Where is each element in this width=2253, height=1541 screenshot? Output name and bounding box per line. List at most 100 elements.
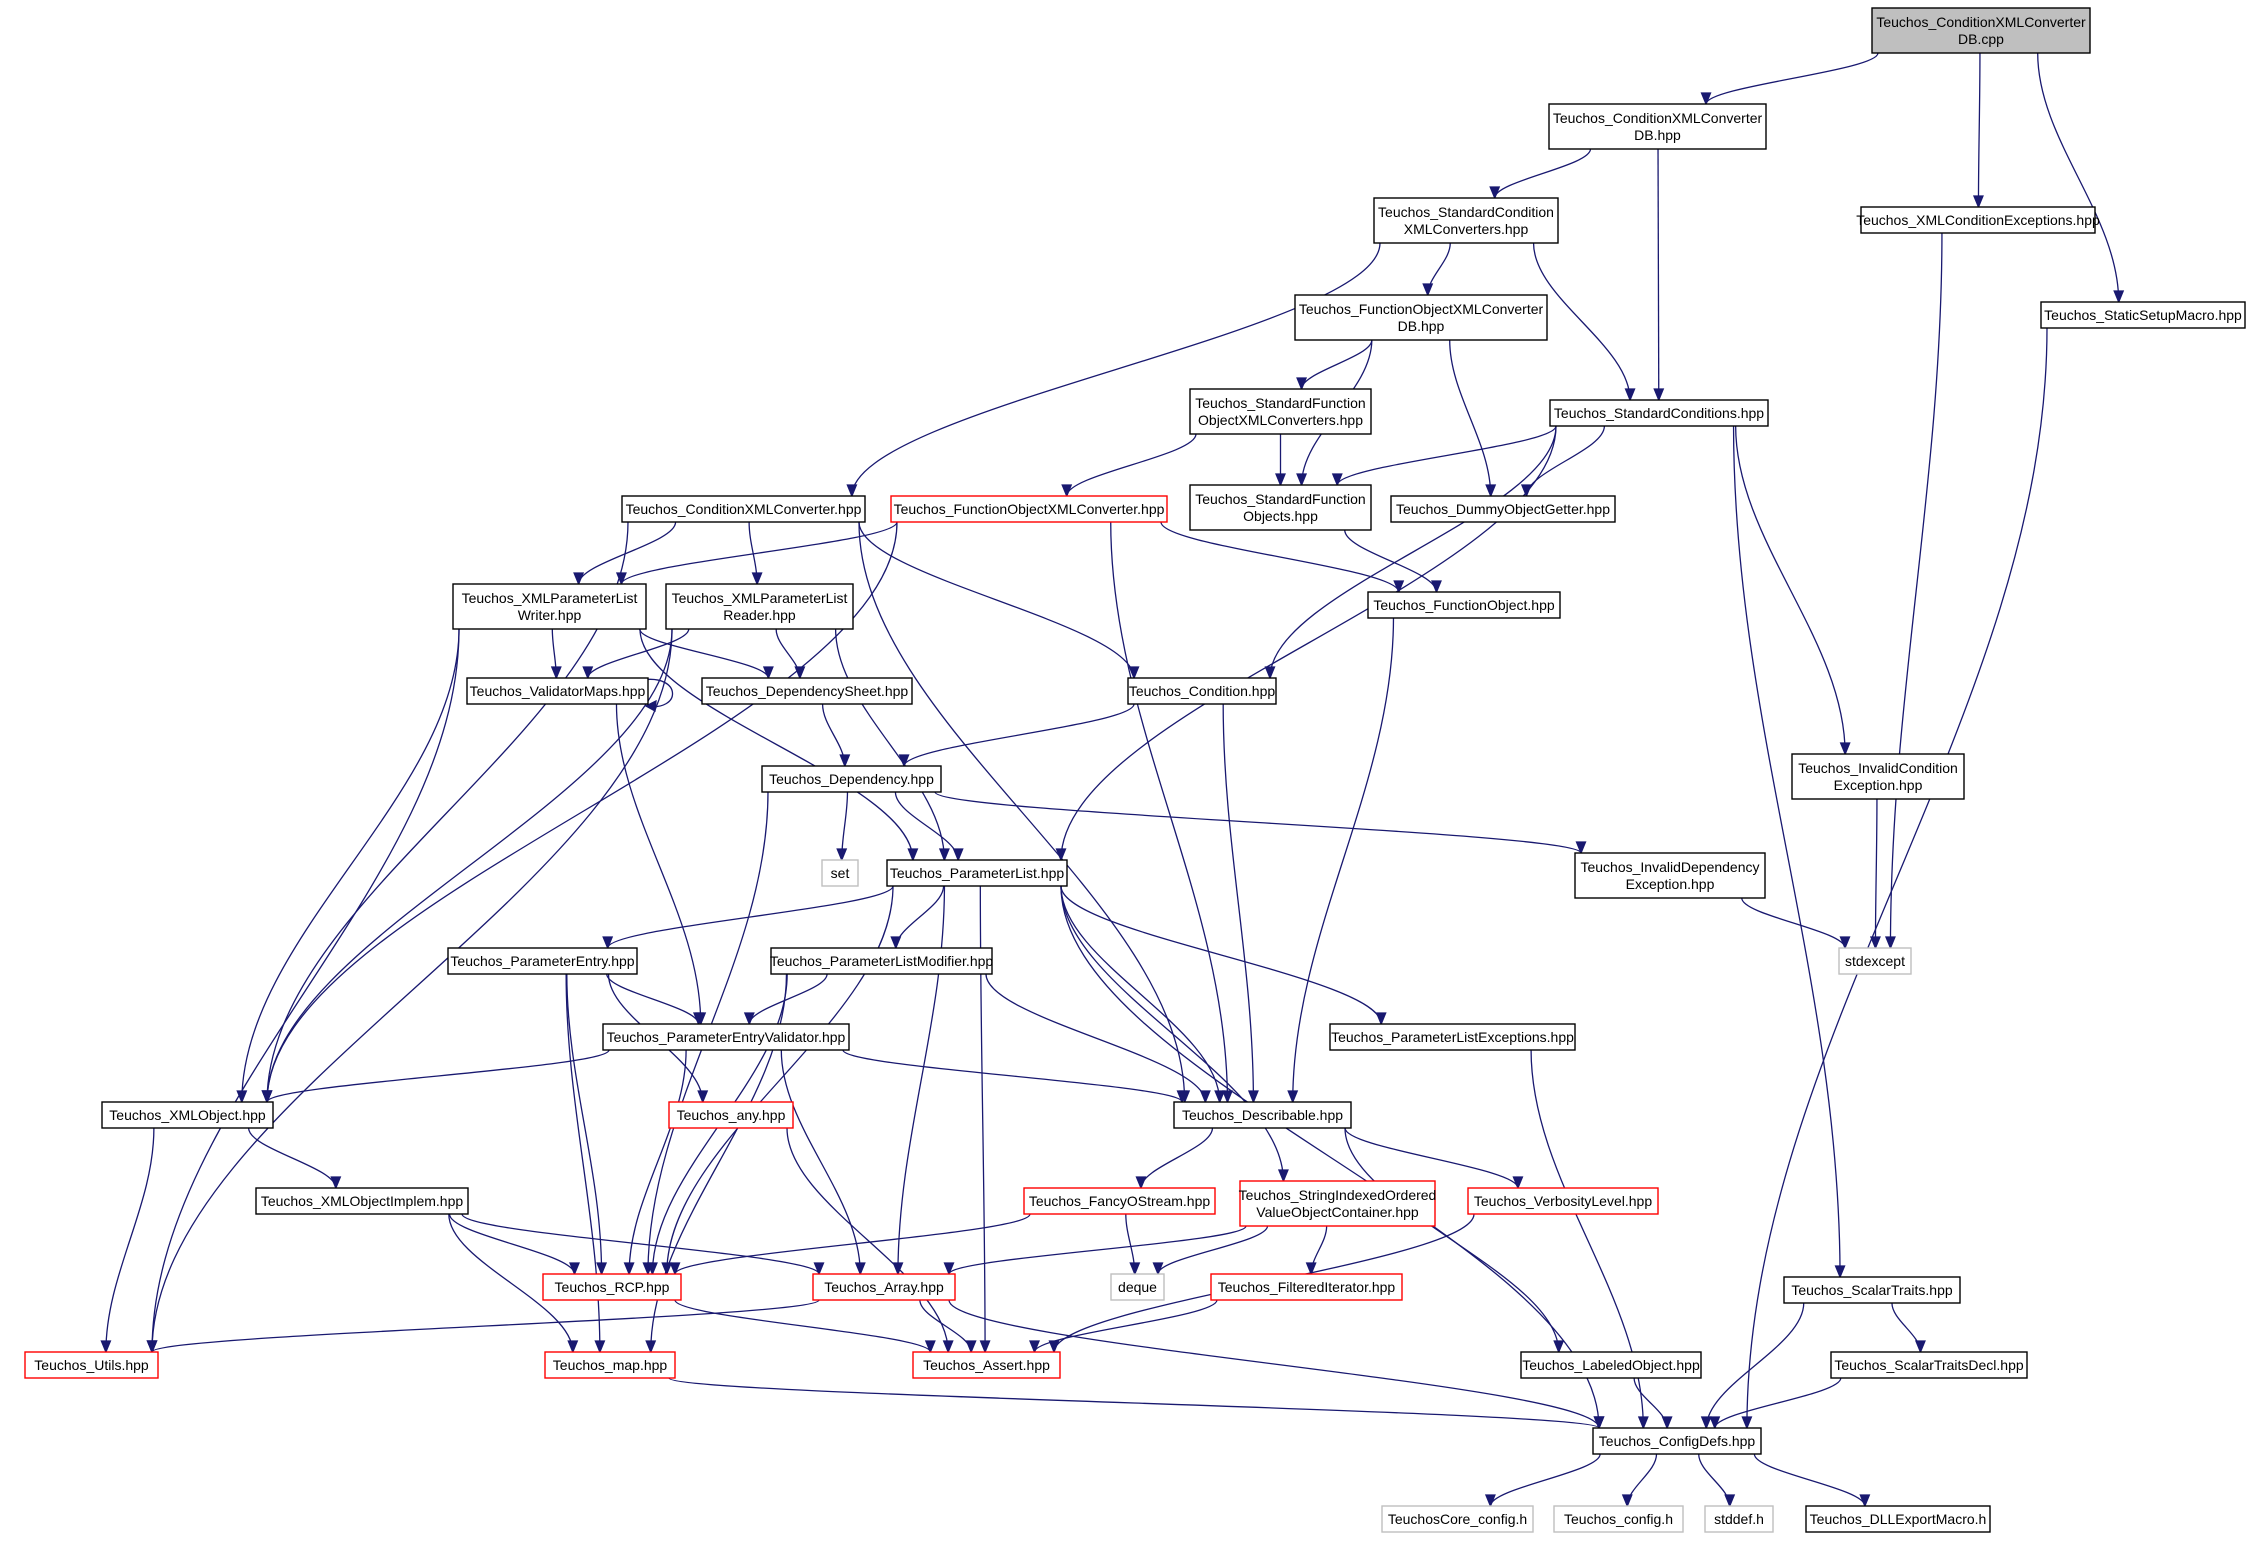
node-array[interactable]: Teuchos_Array.hpp: [812, 1273, 956, 1301]
dependency-nodes: Teuchos_ConditionXMLConverterDB.cppTeuch…: [24, 7, 2246, 1533]
node-paramlist[interactable]: Teuchos_ParameterList.hpp: [886, 859, 1068, 887]
node-label: Teuchos_config.h: [1564, 1511, 1673, 1527]
edge-paramlist-to-array: [892, 885, 946, 1276]
node-funcobjxmlconv[interactable]: Teuchos_FunctionObjectXMLConverter.hpp: [890, 495, 1168, 523]
node-scalartraitsdecl[interactable]: Teuchos_ScalarTraitsDecl.hpp: [1830, 1351, 2028, 1379]
node-stdconditions[interactable]: Teuchos_StandardConditions.hpp: [1549, 399, 1769, 427]
node-dependency[interactable]: Teuchos_Dependency.hpp: [761, 765, 942, 793]
node-describable[interactable]: Teuchos_Describable.hpp: [1173, 1101, 1352, 1129]
node-box: [1830, 1351, 2028, 1379]
edge-validatormaps-to-peval: [615, 703, 707, 1026]
node-scalartraits[interactable]: Teuchos_ScalarTraits.hpp: [1783, 1276, 1961, 1304]
edge-depsheet-to-dependency: [821, 703, 851, 768]
node-configdefs[interactable]: Teuchos_ConfigDefs.hpp: [1592, 1427, 1762, 1455]
node-box: [761, 765, 942, 793]
edge-xmlplwriter-to-xmlobject: [236, 628, 460, 1104]
node-strindexed[interactable]: Teuchos_StringIndexedOrderedValueObjectC…: [1239, 1180, 1437, 1227]
edge-xmlplwriter-to-depsheet: [638, 628, 774, 680]
node-any[interactable]: Teuchos_any.hpp: [668, 1101, 794, 1129]
node-paramentry[interactable]: Teuchos_ParameterEntry.hpp: [447, 947, 638, 975]
node-box: [1805, 1505, 1991, 1533]
node-stdcondxmlconv[interactable]: Teuchos_StandardConditionXMLConverters.h…: [1373, 197, 1559, 244]
node-box: [1574, 852, 1766, 899]
node-label: Writer.hpp: [518, 607, 582, 623]
node-box: [821, 859, 859, 887]
node-condition[interactable]: Teuchos_Condition.hpp: [1127, 677, 1277, 705]
node-plmodifier[interactable]: Teuchos_ParameterListModifier.hpp: [770, 947, 994, 975]
node-label: Teuchos_XMLConditionExceptions.hpp: [1856, 212, 2100, 228]
node-label: ObjectXMLConverters.hpp: [1198, 412, 1363, 428]
node-depsheet[interactable]: Teuchos_DependencySheet.hpp: [701, 677, 913, 705]
node-funcobj[interactable]: Teuchos_FunctionObject.hpp: [1367, 591, 1561, 619]
edge-condition-to-dependency: [898, 703, 1135, 768]
node-verbosity[interactable]: Teuchos_VerbosityLevel.hpp: [1467, 1187, 1659, 1215]
node-label: Teuchos_ConditionXMLConverter: [1876, 14, 2086, 30]
edge-xmlobjimpl-to-map: [448, 1213, 579, 1354]
node-labeledobj[interactable]: Teuchos_LabeledObject.hpp: [1520, 1351, 1702, 1379]
node-xmlobjimpl[interactable]: Teuchos_XMLObjectImplem.hpp: [255, 1187, 469, 1215]
edge-xmlobject-to-xmlobjimpl: [247, 1127, 342, 1190]
node-xmlcondexc[interactable]: Teuchos_XMLConditionExceptions.hpp: [1856, 206, 2100, 234]
node-label: Teuchos_ParameterListExceptions.hpp: [1331, 1029, 1574, 1045]
edge-funcobjxmlconv-to-funcobj: [1160, 521, 1405, 594]
node-stdfuncobjxmlconv[interactable]: Teuchos_StandardFunctionObjectXMLConvert…: [1189, 388, 1372, 435]
node-label: Teuchos_StandardConditions.hpp: [1554, 405, 1764, 421]
node-label: Teuchos_ScalarTraits.hpp: [1791, 1282, 1953, 1298]
edge-xmlcondexc-to-stdexcept: [1884, 232, 1943, 950]
edge-paramentry-to-rcp: [566, 973, 608, 1276]
edge-configdefs-to-coreconfig: [1484, 1453, 1601, 1508]
node-dummyobj[interactable]: Teuchos_DummyObjectGetter.hpp: [1390, 495, 1616, 523]
node-plexceptions[interactable]: Teuchos_ParameterListExceptions.hpp: [1329, 1023, 1576, 1051]
edge-fancyostream-to-deque: [1125, 1213, 1141, 1276]
node-xmlobject[interactable]: Teuchos_XMLObject.hpp: [101, 1101, 274, 1129]
node-peval[interactable]: Teuchos_ParameterEntryValidator.hpp: [602, 1023, 850, 1051]
node-dllexport[interactable]: Teuchos_DLLExportMacro.h: [1805, 1505, 1991, 1533]
edge-xmlplreader-to-paramlist: [834, 628, 950, 862]
edge-peval-to-xmlobject: [261, 1049, 610, 1104]
edge-paramlist-to-rcp: [661, 885, 894, 1276]
node-staticsetup[interactable]: Teuchos_StaticSetupMacro.hpp: [2040, 301, 2246, 329]
edge-xmlobjimpl-to-array: [461, 1213, 825, 1276]
edge-strindexed-to-array: [943, 1225, 1247, 1276]
node-fancyostream[interactable]: Teuchos_FancyOStream.hpp: [1023, 1187, 1216, 1215]
edge-condxmlconv-to-condition: [858, 521, 1140, 680]
edge-configdefs-to-config: [1621, 1453, 1658, 1508]
node-condxmlconv[interactable]: Teuchos_ConditionXMLConverter.hpp: [621, 495, 866, 523]
edge-array-to-utils: [146, 1299, 820, 1354]
node-utils[interactable]: Teuchos_Utils.hpp: [24, 1351, 159, 1379]
node-rcp[interactable]: Teuchos_RCP.hpp: [542, 1273, 682, 1301]
node-label: Teuchos_Assert.hpp: [923, 1357, 1050, 1373]
edge-filterediter-to-assert: [1029, 1299, 1218, 1354]
node-box: [544, 1351, 676, 1379]
node-box: [1373, 197, 1559, 244]
edge-funcobjxmlconv-to-describable: [1110, 521, 1233, 1104]
node-label: Teuchos_FunctionObjectXMLConverter.hpp: [894, 501, 1165, 517]
node-label: Teuchos_ConfigDefs.hpp: [1599, 1433, 1756, 1449]
node-box: [1791, 753, 1965, 800]
edge-paramlist-to-plexceptions: [1060, 885, 1387, 1026]
node-validatormaps[interactable]: Teuchos_ValidatorMaps.hpp: [466, 677, 649, 705]
node-box: [1110, 1273, 1165, 1301]
edge-plmodifier-to-peval: [743, 973, 828, 1026]
node-label: Teuchos_FancyOStream.hpp: [1029, 1193, 1211, 1209]
node-map[interactable]: Teuchos_map.hpp: [544, 1351, 676, 1379]
edge-describable-to-fancyostream: [1135, 1127, 1214, 1190]
edge-condxmlconv-to-xmlplreader: [748, 521, 763, 586]
node-label: Teuchos_Describable.hpp: [1182, 1107, 1343, 1123]
node-filterediter[interactable]: Teuchos_FilteredIterator.hpp: [1210, 1273, 1403, 1301]
node-label: Teuchos_Condition.hpp: [1129, 683, 1276, 699]
node-label: Teuchos_DependencySheet.hpp: [706, 683, 909, 699]
node-label: Objects.hpp: [1243, 508, 1318, 524]
node-box: [1023, 1187, 1216, 1215]
edge-stdcondxmlconv-to-condxmlconv: [846, 242, 1381, 498]
node-label: stdexcept: [1845, 953, 1905, 969]
node-assert[interactable]: Teuchos_Assert.hpp: [912, 1351, 1061, 1379]
